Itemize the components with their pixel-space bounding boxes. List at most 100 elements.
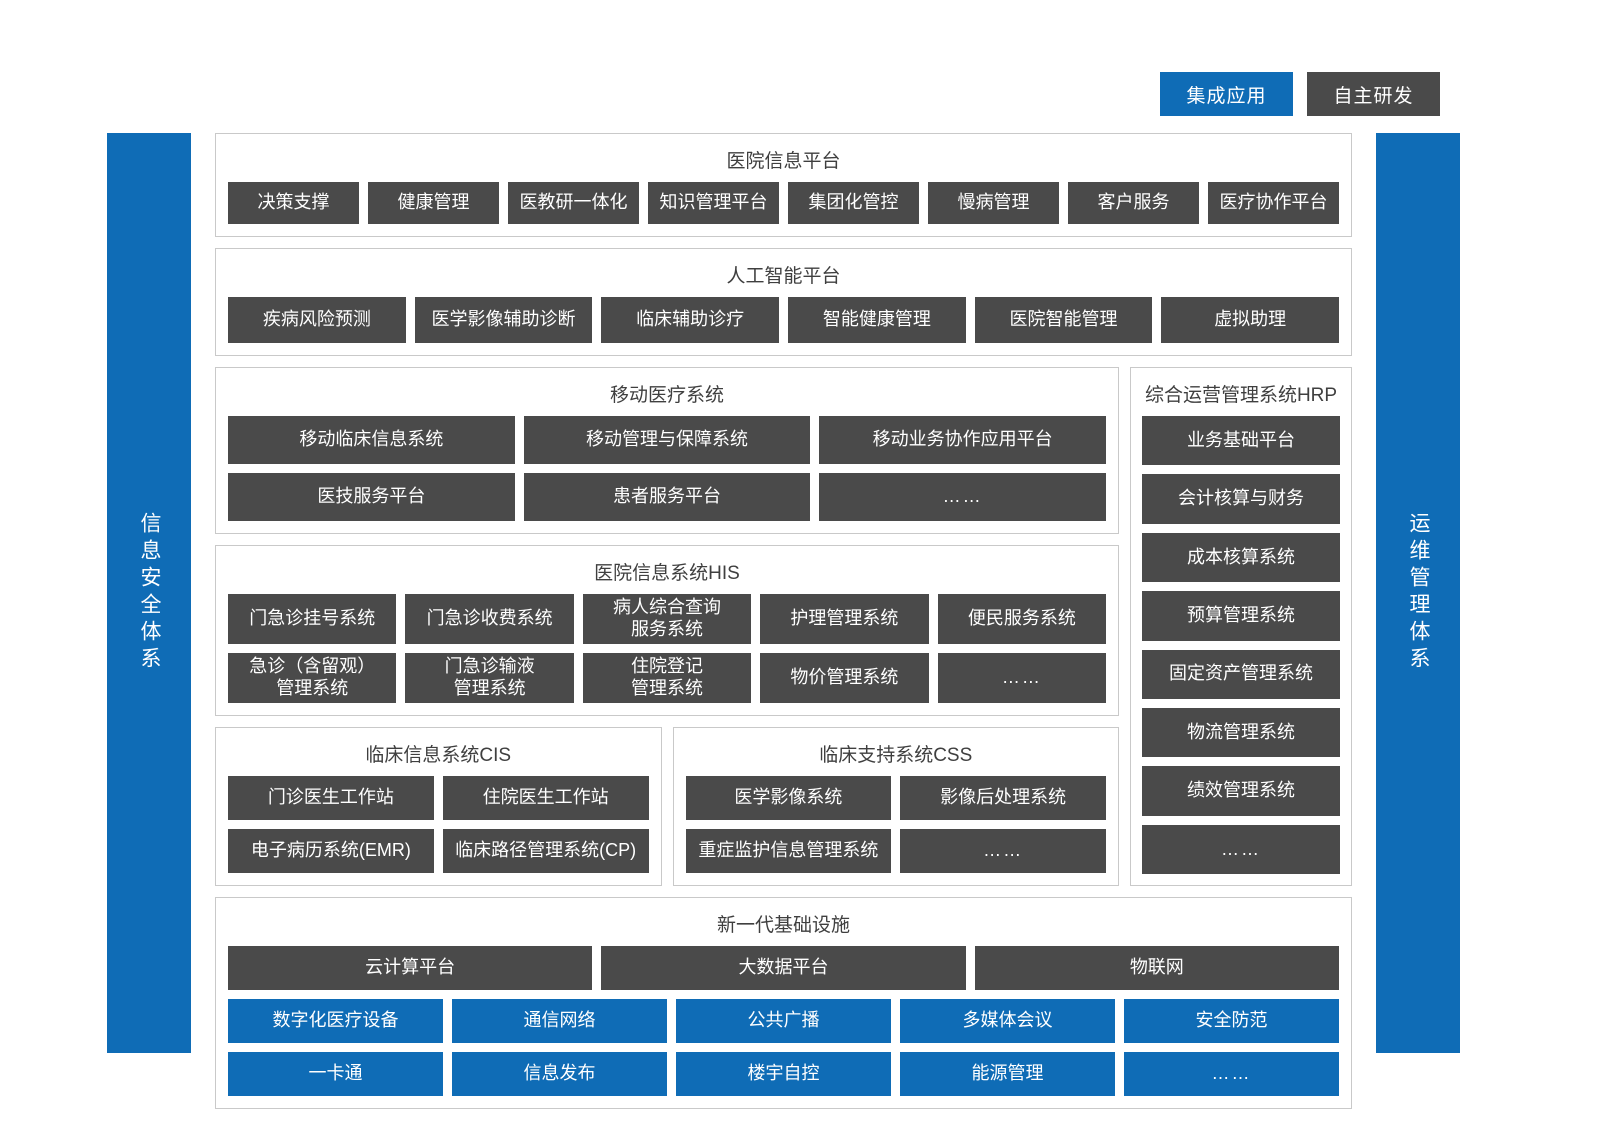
left-vertical-bar-label: 信息安全体系	[138, 512, 162, 674]
box-security-protection[interactable]: 安全防范	[1124, 999, 1339, 1043]
box-customer-service[interactable]: 客户服务	[1068, 182, 1199, 224]
box-image-post-processing-system[interactable]: 影像后处理系统	[900, 776, 1106, 820]
box-css-more[interactable]: ……	[900, 829, 1106, 873]
center-column: 医院信息平台 决策支撑 健康管理 医教研一体化 知识管理平台 集团化管控 慢病管…	[215, 133, 1352, 1109]
hrp-list: 业务基础平台 会计核算与财务 成本核算系统 预算管理系统 固定资产管理系统 物流…	[1142, 416, 1340, 874]
box-virtual-assistant[interactable]: 虚拟助理	[1161, 297, 1340, 343]
right-vertical-bar-operations-management: 运维管理体系	[1376, 133, 1460, 1053]
box-health-management[interactable]: 健康管理	[368, 182, 499, 224]
box-intelligent-health-management[interactable]: 智能健康管理	[788, 297, 966, 343]
infrastructure-row-3: 一卡通 信息发布 楼宇自控 能源管理 ……	[228, 1052, 1339, 1096]
box-medical-imaging-system[interactable]: 医学影像系统	[685, 776, 892, 820]
right-vertical-bar-label: 运维管理体系	[1407, 512, 1431, 674]
box-outpatient-registration-system[interactable]: 门急诊挂号系统	[228, 594, 397, 644]
panel-title-cis: 临床信息系统CIS	[365, 745, 512, 766]
box-mobile-medical-more[interactable]: ……	[819, 473, 1107, 521]
box-inpatient-registration-management-system[interactable]: 住院登记 管理系统	[582, 653, 752, 703]
panel-title-hrp: 综合运营管理系统HRP	[1144, 385, 1338, 406]
left-vertical-bar-information-security: 信息安全体系	[107, 133, 191, 1053]
cis-row-1: 门诊医生工作站 住院医生工作站	[228, 776, 649, 820]
box-communication-network[interactable]: 通信网络	[452, 999, 667, 1043]
box-budget-management-system[interactable]: 预算管理系统	[1142, 591, 1340, 641]
hospital-platform-row: 决策支撑 健康管理 医教研一体化 知识管理平台 集团化管控 慢病管理 客户服务 …	[228, 182, 1339, 224]
his-row-2: 急诊（含留观） 管理系统 门急诊输液 管理系统 住院登记 管理系统 物价管理系统…	[228, 653, 1107, 703]
panel-hospital-information-platform: 医院信息平台 决策支撑 健康管理 医教研一体化 知识管理平台 集团化管控 慢病管…	[215, 133, 1352, 237]
box-building-automation[interactable]: 楼宇自控	[676, 1052, 891, 1096]
box-clinical-assisted-diagnosis[interactable]: 临床辅助诊疗	[601, 297, 780, 343]
box-cost-accounting-system[interactable]: 成本核算系统	[1142, 532, 1340, 583]
panel-title-css: 临床支持系统CSS	[819, 745, 973, 766]
infrastructure-row-2: 数字化医疗设备 通信网络 公共广播 多媒体会议 安全防范	[228, 999, 1339, 1043]
box-inpatient-doctor-workstation[interactable]: 住院医生工作站	[442, 776, 649, 820]
box-his-more[interactable]: ……	[937, 653, 1107, 703]
legend-chip-integrated[interactable]: 集成应用	[1160, 72, 1293, 116]
box-digital-medical-equipment[interactable]: 数字化医疗设备	[228, 999, 443, 1043]
box-mobile-clinical-information-system[interactable]: 移动临床信息系统	[228, 416, 515, 464]
box-outpatient-doctor-workstation[interactable]: 门诊医生工作站	[228, 776, 434, 820]
css-row-2: 重症监护信息管理系统 ……	[685, 829, 1106, 873]
panel-title-mobile-medical-system: 移动医疗系统	[609, 385, 724, 406]
box-patient-service-platform[interactable]: 患者服务平台	[523, 473, 811, 521]
box-performance-management-system[interactable]: 绩效管理系统	[1142, 766, 1340, 816]
css-row-1: 医学影像系统 影像后处理系统	[685, 776, 1106, 820]
mobile-medical-row-1: 移动临床信息系统 移动管理与保障系统 移动业务协作应用平台	[228, 416, 1107, 464]
box-group-management-control[interactable]: 集团化管控	[788, 182, 919, 224]
box-price-management-system[interactable]: 物价管理系统	[760, 653, 929, 703]
box-hrp-more[interactable]: ……	[1142, 824, 1340, 874]
box-infrastructure-more[interactable]: ……	[1124, 1052, 1339, 1096]
middle-left-stack: 移动医疗系统 移动临床信息系统 移动管理与保障系统 移动业务协作应用平台 医技服…	[215, 367, 1119, 886]
legend: 集成应用 自主研发	[1160, 72, 1440, 116]
cis-css-wrapper: 临床信息系统CIS 门诊医生工作站 住院医生工作站 电子病历系统(EMR) 临床…	[215, 727, 1119, 886]
infrastructure-row-1: 云计算平台 大数据平台 物联网	[228, 946, 1339, 990]
box-energy-management[interactable]: 能源管理	[900, 1052, 1115, 1096]
box-all-in-one-card[interactable]: 一卡通	[228, 1052, 443, 1096]
box-emergency-observation-management-system[interactable]: 急诊（含留观） 管理系统	[228, 653, 397, 703]
box-business-basic-platform[interactable]: 业务基础平台	[1142, 416, 1340, 466]
box-medical-imaging-diagnosis[interactable]: 医学影像辅助诊断	[414, 297, 593, 343]
box-convenience-service-system[interactable]: 便民服务系统	[937, 594, 1107, 644]
box-cloud-computing-platform[interactable]: 云计算平台	[228, 946, 593, 990]
cis-row-2: 电子病历系统(EMR) 临床路径管理系统(CP)	[228, 829, 649, 873]
box-decision-support[interactable]: 决策支撑	[228, 182, 359, 224]
box-medical-education-research[interactable]: 医教研一体化	[508, 182, 639, 224]
his-row-1: 门急诊挂号系统 门急诊收费系统 病人综合查询 服务系统 护理管理系统 便民服务系…	[228, 594, 1107, 644]
legend-label-self-developed: 自主研发	[1333, 85, 1414, 107]
panel-cis: 临床信息系统CIS 门诊医生工作站 住院医生工作站 电子病历系统(EMR) 临床…	[215, 727, 662, 886]
mobile-medical-row-2: 医技服务平台 患者服务平台 ……	[228, 473, 1107, 521]
box-fixed-asset-management-system[interactable]: 固定资产管理系统	[1142, 649, 1340, 699]
box-information-release[interactable]: 信息发布	[452, 1052, 667, 1096]
box-clinical-pathway-management-cp[interactable]: 临床路径管理系统(CP)	[442, 829, 649, 873]
box-accounting-and-finance[interactable]: 会计核算与财务	[1142, 474, 1340, 524]
ai-platform-row: 疾病风险预测 医学影像辅助诊断 临床辅助诊疗 智能健康管理 医院智能管理 虚拟助…	[228, 297, 1340, 343]
box-medical-technology-service-platform[interactable]: 医技服务平台	[228, 473, 515, 521]
panel-title-hospital-information-platform: 医院信息平台	[726, 151, 841, 172]
box-disease-risk-prediction[interactable]: 疾病风险预测	[228, 297, 406, 343]
panel-title-ai-platform: 人工智能平台	[726, 266, 841, 287]
panel-mobile-medical-system: 移动医疗系统 移动临床信息系统 移动管理与保障系统 移动业务协作应用平台 医技服…	[215, 367, 1119, 534]
box-chronic-disease-management[interactable]: 慢病管理	[928, 182, 1059, 224]
box-outpatient-infusion-management-system[interactable]: 门急诊输液 管理系统	[405, 653, 574, 703]
box-patient-comprehensive-query-service[interactable]: 病人综合查询 服务系统	[582, 594, 752, 644]
panel-hrp: 综合运营管理系统HRP 业务基础平台 会计核算与财务 成本核算系统 预算管理系统…	[1130, 367, 1352, 886]
box-mobile-management-support-system[interactable]: 移动管理与保障系统	[523, 416, 811, 464]
legend-chip-self-developed[interactable]: 自主研发	[1307, 72, 1440, 116]
panel-css: 临床支持系统CSS 医学影像系统 影像后处理系统 重症监护信息管理系统 ……	[672, 727, 1119, 886]
box-electronic-medical-record-emr[interactable]: 电子病历系统(EMR)	[228, 829, 434, 873]
panel-title-infrastructure: 新一代基础设施	[716, 915, 850, 936]
box-knowledge-management-platform[interactable]: 知识管理平台	[648, 182, 779, 224]
box-mobile-business-collaboration-platform[interactable]: 移动业务协作应用平台	[819, 416, 1107, 464]
box-nursing-management-system[interactable]: 护理管理系统	[760, 594, 929, 644]
box-internet-of-things[interactable]: 物联网	[974, 946, 1339, 990]
panel-ai-platform: 人工智能平台 疾病风险预测 医学影像辅助诊断 临床辅助诊疗 智能健康管理 医院智…	[215, 248, 1352, 356]
box-logistics-management-system[interactable]: 物流管理系统	[1142, 707, 1340, 758]
box-medical-collaboration-platform[interactable]: 医疗协作平台	[1208, 182, 1339, 224]
box-big-data-platform[interactable]: 大数据平台	[601, 946, 966, 990]
middle-section: 移动医疗系统 移动临床信息系统 移动管理与保障系统 移动业务协作应用平台 医技服…	[215, 367, 1352, 886]
box-public-broadcasting[interactable]: 公共广播	[676, 999, 891, 1043]
box-hospital-intelligent-management[interactable]: 医院智能管理	[974, 297, 1153, 343]
architecture-diagram: 信息安全体系 医院信息平台 决策支撑 健康管理 医教研一体化 知识管理平台 集团…	[107, 133, 1460, 1109]
box-icu-information-management-system[interactable]: 重症监护信息管理系统	[685, 829, 892, 873]
box-outpatient-charging-system[interactable]: 门急诊收费系统	[405, 594, 574, 644]
panel-title-his: 医院信息系统HIS	[594, 563, 740, 584]
box-multimedia-conference[interactable]: 多媒体会议	[900, 999, 1115, 1043]
